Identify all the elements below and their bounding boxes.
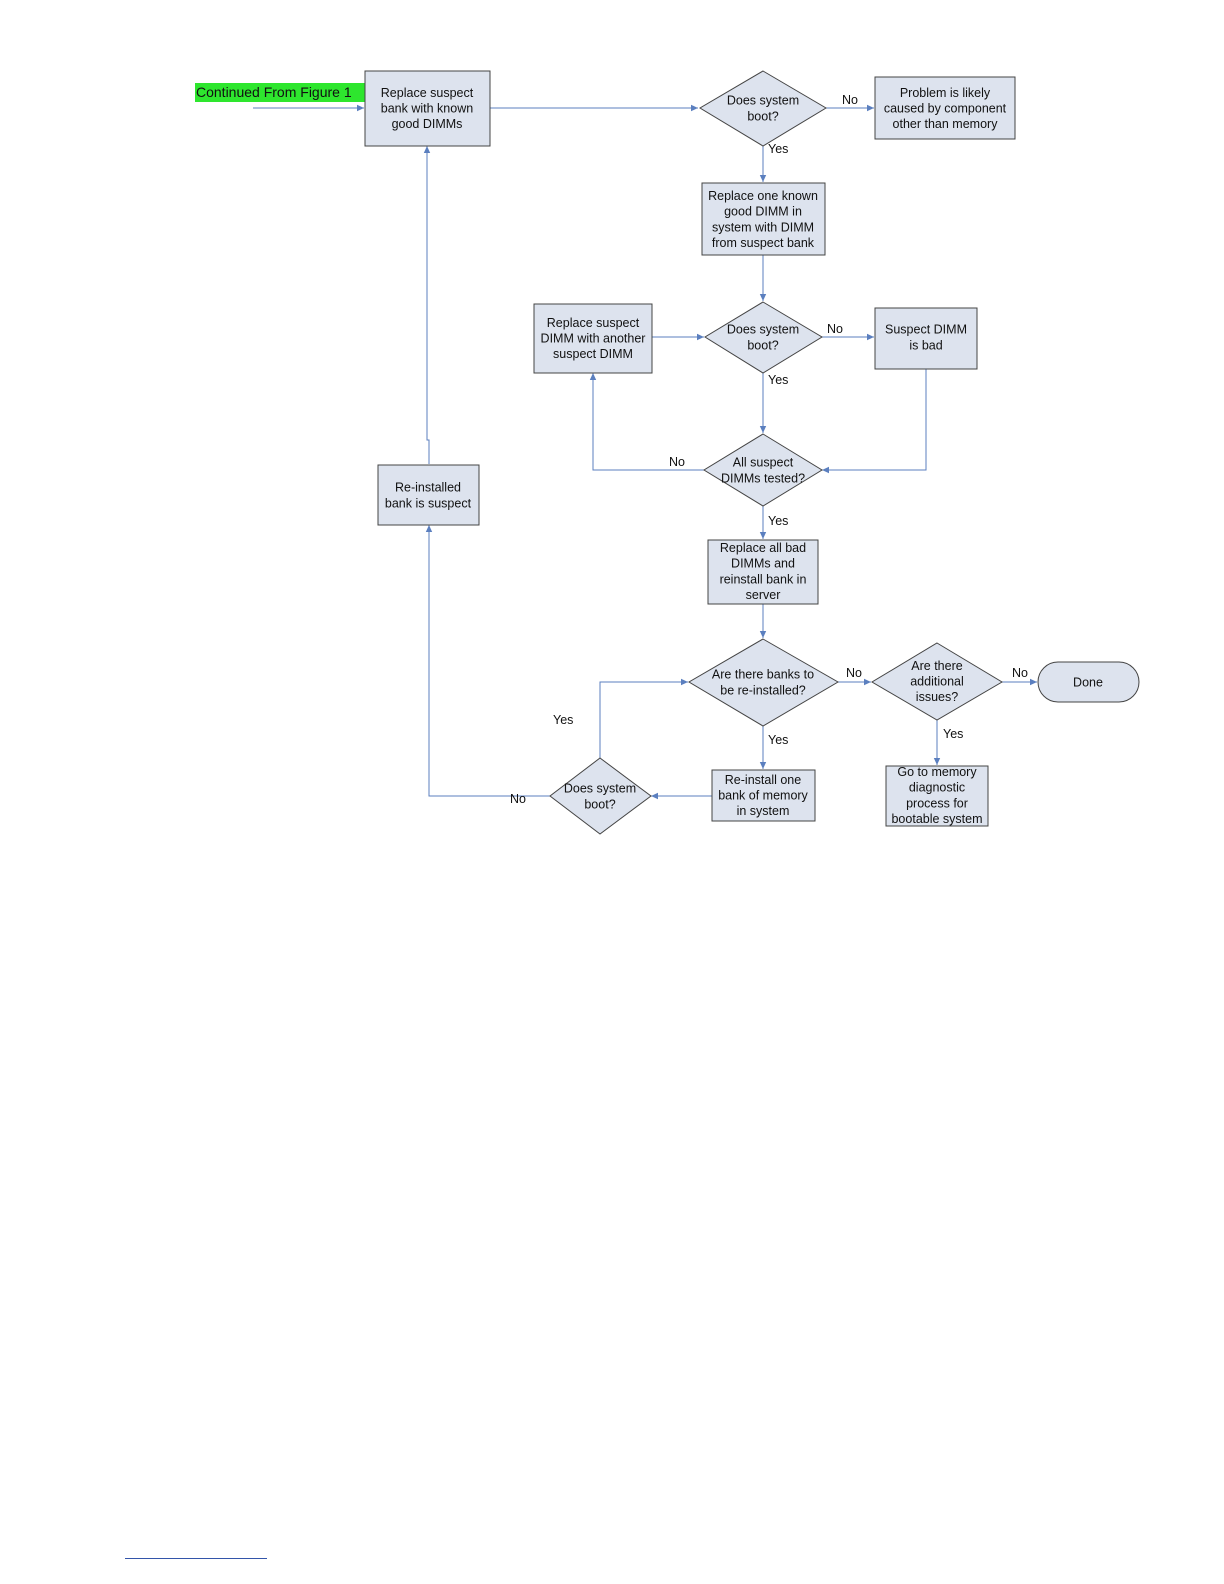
node-label-line: bank of memory: [718, 789, 808, 803]
label-boot2-no: No: [827, 322, 843, 336]
edge-labels: No Yes No Yes No Yes No No Yes Yes Yes N…: [510, 93, 1028, 806]
node-additional-issues-shape: [871, 642, 1003, 721]
node-label-line: Problem is likely: [900, 86, 991, 100]
label-issues-no: No: [1012, 666, 1028, 680]
node-reinstall-one-shape: [711, 769, 816, 822]
node-label-line: bank with known: [381, 102, 473, 116]
label-banks-no: No: [846, 666, 862, 680]
node-label-line: Does system: [727, 323, 799, 337]
node-label-line: Replace one known: [708, 189, 818, 203]
node-dimm-bad-shape: [874, 307, 978, 370]
node-boot3-shape: [549, 757, 652, 835]
label-issues-yes: Yes: [943, 727, 963, 741]
node-label-line: DIMM with another: [541, 332, 646, 346]
node-label-line: Replace all bad: [720, 541, 806, 555]
node-label-line: additional: [910, 675, 964, 689]
node-boot2-shape: [704, 301, 823, 374]
node-label-line: Replace suspect: [381, 86, 474, 100]
node-label-line: boot?: [747, 109, 778, 123]
node-label-line: server: [746, 588, 781, 602]
edge-dimm-bad-to-tested: [822, 369, 927, 474]
node-label-line: caused by component: [884, 102, 1007, 116]
node-all-tested-shape: [703, 433, 823, 507]
edge-boot3-no: [425, 525, 550, 797]
node-label-line: suspect DIMM: [553, 347, 633, 361]
node-label-line: system with DIMM: [712, 220, 814, 234]
node-label-line: good DIMMs: [392, 117, 463, 131]
label-boot1-yes: Yes: [768, 142, 788, 156]
label-banks-yes: Yes: [768, 733, 788, 747]
footnote-rule: [125, 1558, 267, 1559]
node-label-line: DIMMs tested?: [721, 471, 805, 485]
node-label-line: Does system: [727, 94, 799, 108]
node-label-line: from suspect bank: [712, 236, 815, 250]
node-label-line: Done: [1073, 676, 1103, 690]
node-banks-reinstall-shape: [688, 638, 839, 727]
node-label-line: Go to memory: [897, 765, 977, 779]
node-reinstalled-suspect-shape: [377, 464, 480, 526]
node-replace-all-shape: [707, 539, 819, 605]
node-label-line: Does system: [564, 782, 636, 796]
node-label-line: in system: [737, 804, 790, 818]
label-boot3-yes: Yes: [553, 713, 573, 727]
label-tested-yes: Yes: [768, 514, 788, 528]
edge-reinstalled-to-replace-bank: [423, 146, 431, 464]
node-label-line: boot?: [747, 338, 778, 352]
node-label-line: process for: [906, 796, 968, 810]
node-label-line: diagnostic: [909, 781, 965, 795]
node-label-line: boot?: [584, 797, 615, 811]
node-replace-bank-shape: [364, 70, 491, 147]
node-label-line: All suspect: [733, 456, 794, 470]
node-label-line: Re-install one: [725, 773, 801, 787]
node-label-line: other than memory: [893, 117, 999, 131]
label-boot3-no: No: [510, 792, 526, 806]
node-label-line: Replace suspect: [547, 316, 640, 330]
continued-label-text: Continued From Figure 1: [196, 84, 352, 100]
label-boot1-no: No: [842, 93, 858, 107]
node-label-line: be re-installed?: [720, 683, 806, 697]
node-go-diag-shape: [885, 765, 989, 827]
node-label-line: DIMMs and: [731, 557, 795, 571]
node-label-line: Suspect DIMM: [885, 323, 967, 337]
edge-tested-no: [589, 373, 704, 471]
edge-boot3-yes: [599, 678, 688, 758]
node-replace-one-shape: [701, 182, 826, 256]
continued-label: Continued From Figure 1: [195, 83, 366, 102]
node-label-line: bootable system: [891, 812, 982, 826]
node-replace-another-shape: [533, 303, 653, 374]
node-label-line: Are there: [911, 659, 962, 673]
node-label-line: reinstall bank in: [720, 572, 807, 586]
node-label-line: issues?: [916, 690, 958, 704]
node-label-line: Are there banks to: [712, 668, 814, 682]
label-boot2-yes: Yes: [768, 373, 788, 387]
node-done: Done: [1073, 676, 1103, 690]
edges: [253, 104, 1037, 800]
node-done-shape: [1037, 661, 1140, 703]
node-label-line: good DIMM in: [724, 205, 802, 219]
node-label-line: Re-installed: [395, 481, 461, 495]
node-label-line: bank is suspect: [385, 496, 472, 510]
node-boot1-shape: [699, 70, 827, 147]
label-tested-no: No: [669, 455, 685, 469]
node-label-line: is bad: [909, 338, 942, 352]
node-problem-other-shape: [874, 76, 1016, 140]
